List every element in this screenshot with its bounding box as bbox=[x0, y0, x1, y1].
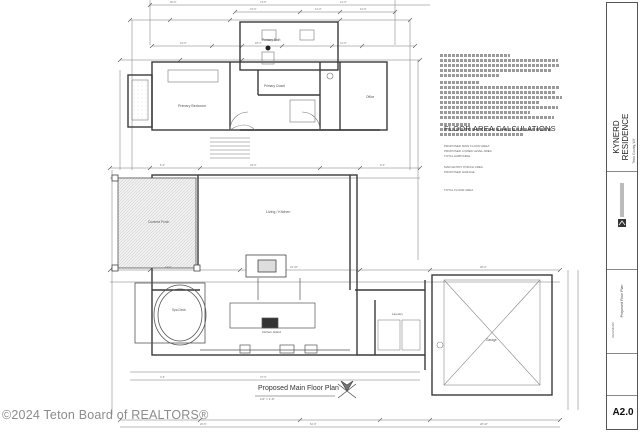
dimension-lines bbox=[110, 0, 579, 428]
svg-text:4'-6": 4'-6" bbox=[160, 375, 165, 379]
sheet-title: Proposed Floor Plan bbox=[620, 284, 624, 318]
svg-text:34'-0": 34'-0" bbox=[250, 163, 257, 167]
title-block: KYNERD RESIDENCE Teton County, WY Propos… bbox=[606, 2, 638, 430]
room-label-primary-closet: Primary Closet bbox=[264, 84, 285, 88]
plan-title: Proposed Main Floor Plan bbox=[258, 385, 339, 392]
sheet-number: A2.0 bbox=[612, 407, 634, 418]
floor-area-heading: FLOOR AREA CALCULATIONS bbox=[444, 124, 556, 133]
svg-text:74'-5": 74'-5" bbox=[260, 0, 267, 4]
room-label-kitchen-island: Kitchen Island bbox=[262, 330, 281, 334]
room-label-office: Office bbox=[366, 95, 375, 99]
svg-text:10'-6": 10'-6" bbox=[360, 7, 367, 11]
floor-plan-drawing: 30'-6" 74'-5" 21'-0" 15'-0" 14'-0" 10'-6… bbox=[107, 0, 579, 428]
svg-text:21'-0": 21'-0" bbox=[340, 0, 347, 4]
room-label-laundry: Laundry bbox=[392, 312, 403, 316]
svg-text:28'-10": 28'-10" bbox=[480, 422, 488, 426]
project-name-line2: RESIDENCE bbox=[621, 113, 630, 161]
garage-walls bbox=[431, 274, 553, 396]
svg-text:18'-4": 18'-4" bbox=[255, 41, 262, 45]
kitchen-island bbox=[200, 278, 350, 354]
project-name-line1: KYNERD bbox=[612, 120, 621, 154]
svg-text:24'-10": 24'-10" bbox=[290, 265, 298, 269]
watermark: ©2024 Teton Board of REALTORS® bbox=[2, 408, 209, 422]
firm-logo-icon bbox=[616, 179, 628, 235]
calc-row: MAIN ENTRY PORCH AREA bbox=[444, 165, 483, 169]
spa-deck bbox=[134, 282, 207, 346]
room-label-spa-deck: Spa Deck bbox=[172, 308, 186, 312]
room-label-garage: Garage bbox=[486, 338, 497, 342]
svg-text:30'-6": 30'-6" bbox=[170, 0, 177, 4]
calc-row: PROPOSED MAIN FLOOR AREA bbox=[444, 144, 490, 148]
room-label-living: Living / Kitchen bbox=[266, 210, 291, 214]
revisions-label: REVISIONS bbox=[611, 322, 615, 338]
calc-row: TOTAL HABITABLE bbox=[444, 154, 471, 158]
svg-text:37'-0": 37'-0" bbox=[260, 375, 267, 379]
svg-text:12'-0": 12'-0" bbox=[340, 41, 347, 45]
svg-text:16'-0": 16'-0" bbox=[180, 41, 187, 45]
general-notes bbox=[440, 52, 570, 138]
calc-row: PROPOSED GARAGE bbox=[444, 170, 475, 174]
room-label-primary-bath: Primary Bath bbox=[262, 38, 281, 42]
svg-text:20'-6": 20'-6" bbox=[200, 422, 207, 426]
svg-text:52'-9": 52'-9" bbox=[310, 422, 317, 426]
svg-text:9'-0": 9'-0" bbox=[380, 163, 385, 167]
covered-porch bbox=[117, 177, 197, 269]
calc-row: PROPOSED LOWER LEVEL AREA bbox=[444, 149, 492, 153]
north-arrow-icon bbox=[337, 380, 357, 399]
svg-text:14'-0": 14'-0" bbox=[165, 265, 172, 269]
svg-text:28'-0": 28'-0" bbox=[480, 265, 487, 269]
calc-row: TOTAL FLOOR AREA bbox=[444, 188, 474, 192]
svg-text:15'-0": 15'-0" bbox=[250, 7, 257, 11]
room-label-primary-bedroom: Primary Bedroom bbox=[178, 104, 206, 108]
room-label-covered-porch: Covered Porch bbox=[148, 220, 170, 224]
upper-wing-walls bbox=[127, 21, 388, 131]
project-location: Teton County, WY bbox=[632, 138, 636, 164]
svg-text:6'-0": 6'-0" bbox=[160, 163, 165, 167]
plan-scale: 1/4" = 1'-0" bbox=[260, 397, 275, 401]
svg-text:14'-0": 14'-0" bbox=[315, 7, 322, 11]
